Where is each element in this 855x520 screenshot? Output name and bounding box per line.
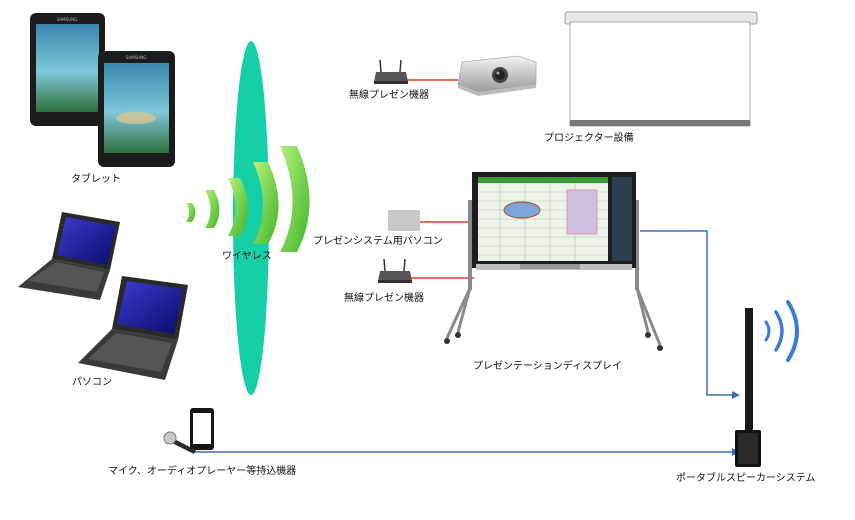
label-router-mid: 無線プレゼン機器	[344, 293, 424, 304]
label-display: プレゼンテーションディスプレイ	[473, 361, 623, 372]
projector-screen-icon	[564, 11, 758, 127]
router-icon	[378, 258, 412, 283]
tablet-icon: SAMSUNG	[30, 13, 105, 126]
sound-wave-icon	[764, 300, 799, 362]
laptop-icon	[18, 212, 120, 300]
smartphone-icon	[190, 408, 214, 450]
connection-lines	[195, 79, 740, 456]
router-icon	[374, 59, 408, 84]
arrow-head	[732, 391, 740, 399]
tablet-brand: SAMSUNG	[57, 17, 77, 22]
tablet-brand: SAMSUNG	[126, 55, 146, 60]
label-projector: プロジェクター設備	[544, 133, 634, 144]
projector-icon	[457, 55, 537, 96]
label-pc: パソコン	[72, 377, 112, 388]
presentation-display-icon	[444, 172, 663, 351]
speaker-icon	[735, 308, 761, 467]
label-presentation-pc: プレゼンシステム用パソコン	[313, 236, 443, 247]
label-router-top: 無線プレゼン機器	[349, 90, 429, 101]
presentation-pc-icon	[388, 210, 420, 231]
microphone-icon	[163, 431, 196, 454]
label-mic: マイク、オーディオプレーヤー等持込機器	[108, 466, 297, 477]
label-tablet: タブレット	[71, 174, 121, 185]
label-speaker: ポータブルスピーカーシステム	[676, 473, 816, 484]
wifi-signal-icon	[186, 146, 310, 252]
tablet-icon: SAMSUNG	[98, 51, 175, 167]
wireless-zone	[233, 41, 269, 395]
display-speaker-signal	[640, 230, 735, 396]
laptop-icon	[78, 276, 188, 380]
label-wireless: ワイヤレス	[222, 251, 272, 262]
